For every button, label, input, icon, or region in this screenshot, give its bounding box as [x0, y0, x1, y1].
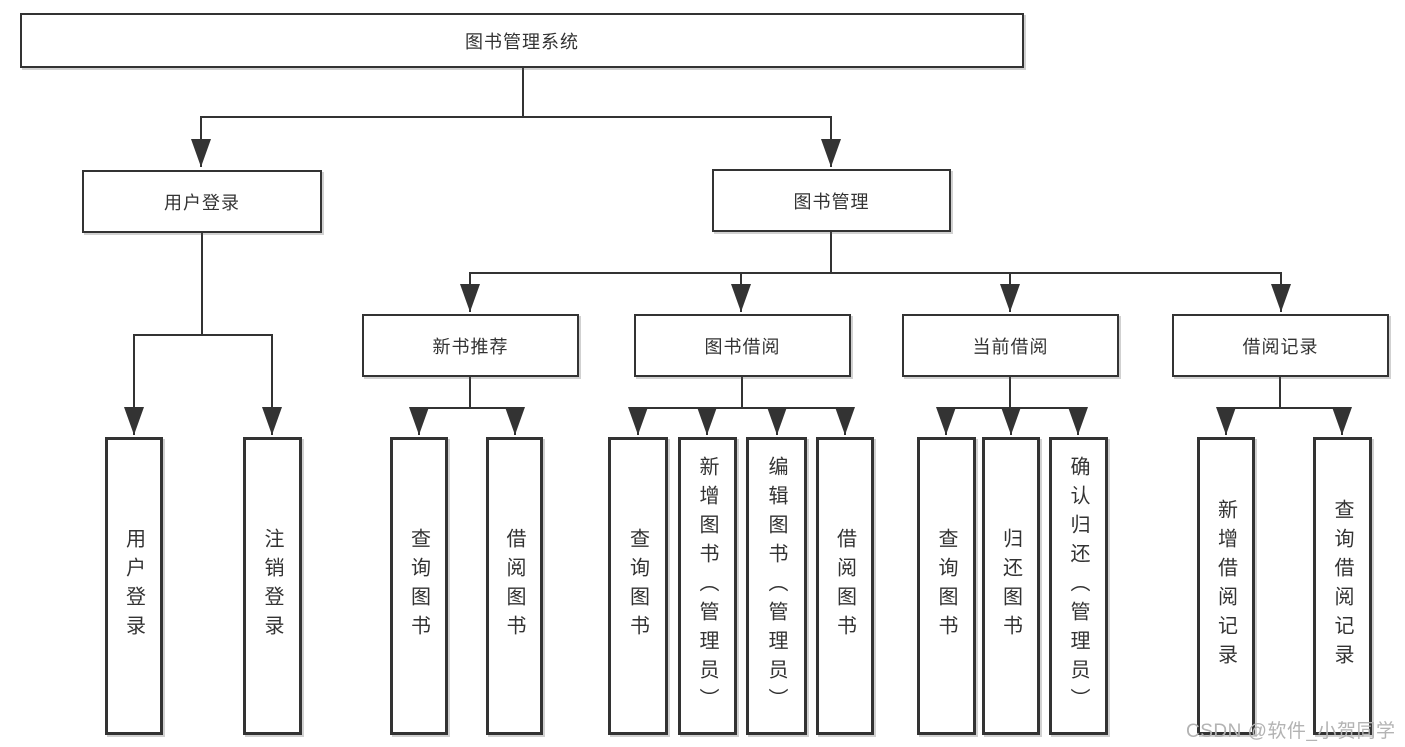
- leaf-newrec-query-books: 查询图书: [390, 437, 448, 735]
- node-root: 图书管理系统: [20, 13, 1024, 68]
- leaf-current-confirm-return-admin: 确认归还（管理员）: [1049, 437, 1108, 735]
- leaf-borrow-edit-books-admin: 编辑图书（管理员）: [746, 437, 807, 735]
- csdn-watermark: CSDN @软件_小贺同学: [1186, 721, 1396, 742]
- leaf-borrow-query-books: 查询图书: [608, 437, 668, 735]
- leaf-borrow-borrow-books: 借阅图书: [816, 437, 874, 735]
- node-borrow-records: 借阅记录: [1172, 314, 1389, 377]
- leaf-current-return-books: 归还图书: [982, 437, 1040, 735]
- node-book-borrow: 图书借阅: [634, 314, 851, 377]
- leaf-borrow-add-books-admin: 新增图书（管理员）: [678, 437, 737, 735]
- node-user-login: 用户登录: [82, 170, 322, 233]
- leaf-newrec-borrow-books: 借阅图书: [486, 437, 543, 735]
- leaf-records-query-record: 查询借阅记录: [1313, 437, 1372, 735]
- leaf-logout: 注销登录: [243, 437, 302, 735]
- leaf-records-add-record: 新增借阅记录: [1197, 437, 1255, 735]
- leaf-current-query-books: 查询图书: [917, 437, 976, 735]
- node-new-book-recommend: 新书推荐: [362, 314, 579, 377]
- node-current-borrow: 当前借阅: [902, 314, 1119, 377]
- leaf-user-login: 用户登录: [105, 437, 163, 735]
- node-book-management: 图书管理: [712, 169, 951, 232]
